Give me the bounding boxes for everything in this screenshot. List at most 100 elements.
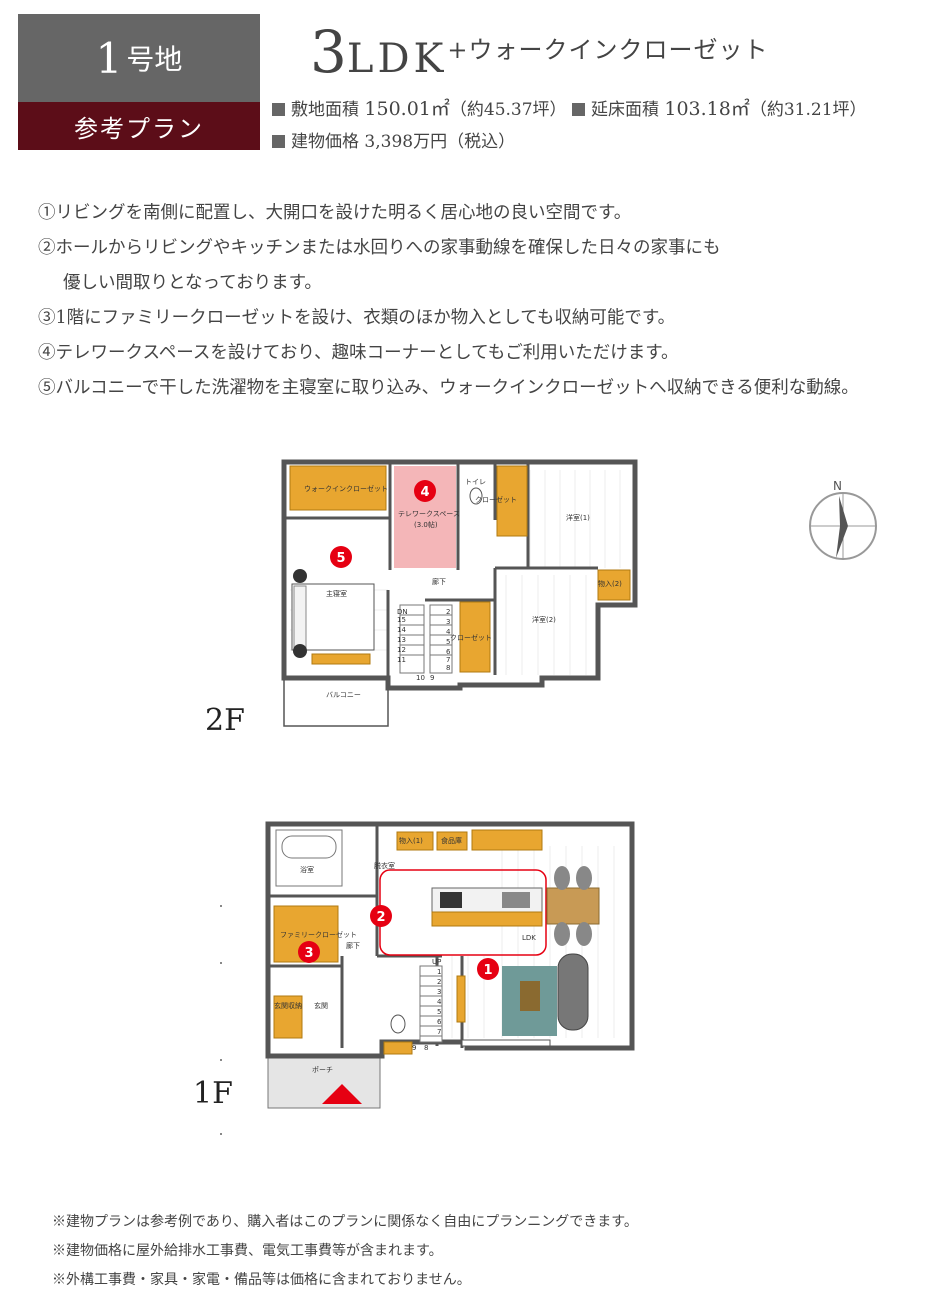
feature-point: ⑤バルコニーで干した洗濯物を主寝室に取り込み、ウォークインクローゼットへ収納でき… [38, 378, 859, 398]
feature-points: ①リビングを南側に配置し、大開口を設けた明るく居心地の良い空間です。 ②ホールか… [38, 196, 859, 406]
room-label-family-closet: ファミリークローゼット [280, 930, 357, 939]
sink-icon [502, 892, 530, 908]
stair-number: 9 [412, 1044, 416, 1052]
room-label-storage1: 物入(1) [399, 836, 423, 845]
room-label-master: 主寝室 [326, 589, 347, 598]
stair-number: 3 [446, 618, 450, 626]
stove-icon [440, 892, 462, 908]
room-label-closet-mid: クローゼット [450, 633, 492, 642]
entrance-arrow-icon [322, 1084, 362, 1104]
sofa-icon [557, 953, 589, 1031]
toilet-storage [383, 1041, 413, 1055]
toilet-icon [469, 487, 483, 505]
stair-number: 8 [446, 664, 450, 672]
bullet-square-icon [272, 135, 285, 148]
room-label-closet-top: クローゼット [475, 495, 517, 504]
feature-point: ②ホールからリビングやキッチンまたは水回りへの家事動線を確保した日々の家事にも [38, 238, 721, 258]
price-value: 3,398万円 [364, 132, 448, 152]
spec-price-line: 建物価格 3,398万円（税込） [272, 127, 515, 152]
storage-closet-mid [459, 601, 491, 673]
bullet-square-icon [571, 103, 585, 116]
stair-number: 11 [397, 656, 406, 664]
stair-number: 6 [437, 1018, 442, 1026]
dining-table-icon [546, 887, 600, 925]
marker-5 [330, 546, 352, 568]
stair-number: 15 [397, 616, 406, 624]
nightstand-icon [293, 644, 307, 658]
room-label-porch: ポーチ [312, 1066, 333, 1074]
chair-icon [576, 922, 592, 946]
room-label-pantry: 食品庫 [441, 836, 462, 845]
tv-board-icon [456, 975, 466, 1023]
stairs-2f [399, 604, 453, 674]
lot-number-box: 1 号地 [18, 14, 260, 102]
floor-area-tsubo: （約31.21坪） [749, 100, 867, 120]
price-label: 建物価格 [291, 132, 359, 152]
coffee-table-icon [520, 981, 540, 1011]
window-icon [461, 1039, 551, 1047]
chair-icon [576, 866, 592, 890]
room-label-toilet: トイレ [465, 478, 486, 486]
floor-label-2f: 2F [205, 703, 245, 738]
note-item: ※建物プランは参考例であり、購入者はこのプランに関係なく自由にプランニングできま… [52, 1214, 638, 1230]
compass-north-label: N [833, 479, 842, 493]
bathtub-icon [281, 835, 337, 859]
stair-number: 8 [424, 1044, 428, 1052]
spec-area-line: 敷地面積 150.01㎡（約45.37坪） 延床面積 103.18㎡（約31.2… [272, 94, 867, 121]
room-label-bath: 浴室 [300, 865, 314, 874]
storage-1 [396, 831, 434, 851]
svg-text:4: 4 [420, 485, 429, 500]
plan-title: 3LDK+ウォークインクローゼット [310, 18, 769, 86]
site-area-value: 150.01㎡ [364, 98, 450, 120]
title-suffix: +ウォークインクローゼット [447, 36, 769, 64]
room-label-wic: ウォークインクローゼット [304, 484, 388, 493]
stair-number: 12 [397, 646, 406, 654]
room-label-western1: 洋室(1) [566, 513, 590, 522]
chair-icon [554, 922, 570, 946]
stairs-1f [419, 965, 443, 1043]
stair-number: 10 [416, 674, 425, 682]
stair-number: 4 [437, 998, 442, 1006]
floor-plan-2f: バルコニー ウォークインクローゼット テレワークスペース (3.0帖) トイレ … [281, 459, 638, 727]
marker-2 [370, 905, 392, 927]
svg-text:1: 1 [483, 963, 492, 978]
storage-closet-top [496, 465, 528, 537]
feature-point: ④テレワークスペースを設けており、趣味コーナーとしてもご利用いただけます。 [38, 343, 679, 363]
price-tax: （税込） [447, 132, 516, 152]
svg-text:5: 5 [336, 551, 345, 566]
room-label-hall-1f: 廊下 [346, 941, 360, 950]
stair-number: 5 [437, 1008, 441, 1016]
marker-1 [477, 958, 499, 980]
chair-icon [554, 866, 570, 890]
stair-number: 13 [397, 636, 406, 644]
floor-area-label: 延床面積 [590, 100, 659, 120]
stair-number: DN [397, 608, 408, 616]
room-label-telework-size: (3.0帖) [414, 520, 438, 529]
note-item: ※外構工事費・家具・家電・備品等は価格に含まれておりません。 [52, 1272, 471, 1288]
stair-number: 2 [446, 608, 450, 616]
kitchen-back-storage [471, 829, 543, 851]
nightstand-icon [293, 569, 307, 583]
storage-wic [289, 465, 387, 511]
feature-point: ③1階にファミリークローゼットを設け、衣類のほか物入としても収納可能です。 [38, 308, 676, 328]
entrance-storage [273, 995, 303, 1039]
title-number: 3 [310, 18, 347, 86]
marker-3 [298, 941, 320, 963]
storage-2 [597, 569, 631, 601]
stair-number: 9 [430, 674, 434, 682]
feature-point: ①リビングを南側に配置し、大開口を設けた明るく居心地の良い空間です。 [38, 203, 632, 223]
room-label-telework: テレワークスペース [398, 510, 460, 518]
room-label-ldk: LDK [522, 934, 536, 942]
stair-number: UP [432, 958, 441, 966]
floor-plan-1f: ポーチ 浴室 脱衣室 物入(1) 食品庫 LDK ファミリークローゼット 廊下 … [265, 821, 635, 1109]
title-letters: LDK [346, 36, 448, 82]
floor-area-value: 103.18㎡ [664, 98, 750, 120]
stair-number: 6 [446, 648, 451, 656]
desk-icon [311, 653, 371, 665]
stair-number: 2 [437, 978, 441, 986]
stair-number: 5 [446, 638, 450, 646]
stair-number: 3 [437, 988, 441, 996]
room-label-dressing: 脱衣室 [374, 861, 395, 870]
stair-number: 7 [446, 656, 450, 664]
room-label-entrance-storage: 玄関収納 [274, 1001, 302, 1010]
